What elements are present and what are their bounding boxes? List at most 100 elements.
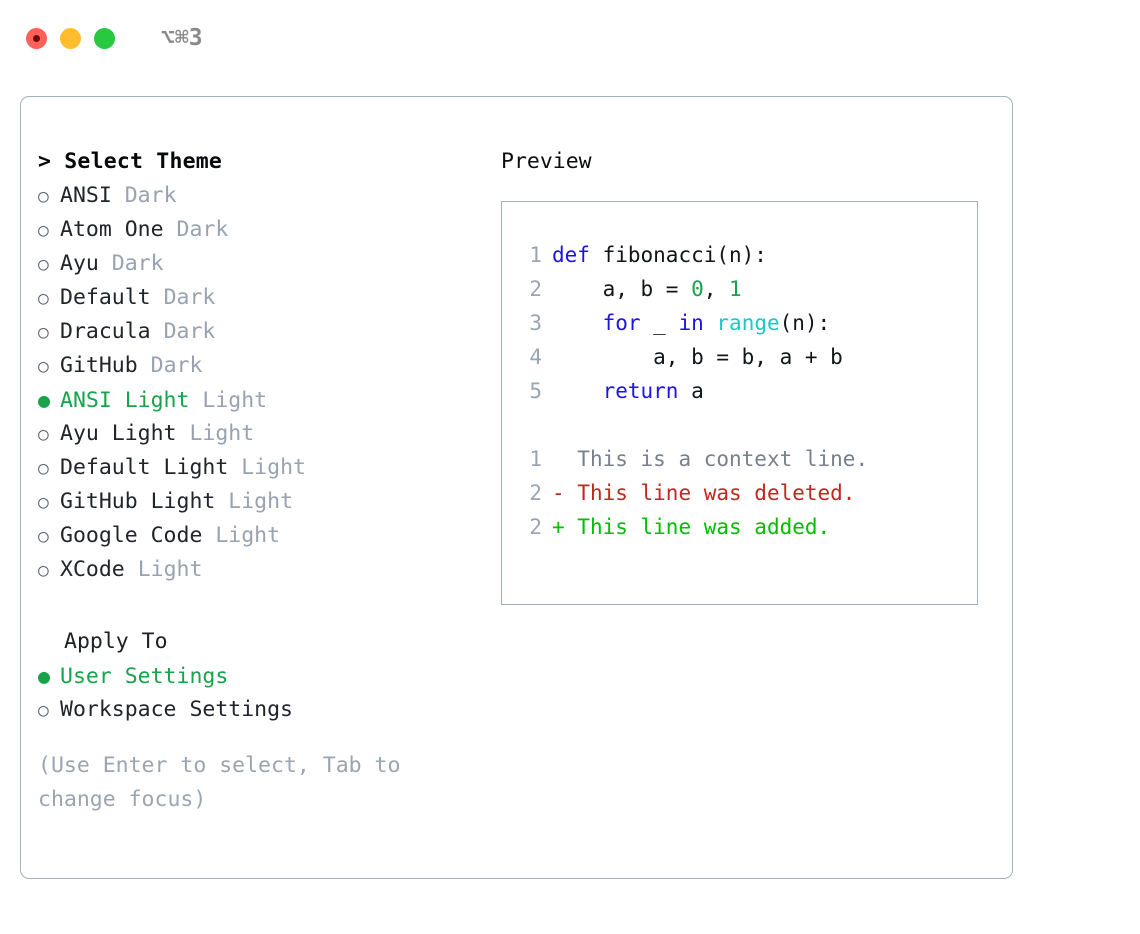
line-number: 1: [529, 447, 542, 471]
radio-unselected-icon: ○: [38, 560, 49, 581]
theme-list-item[interactable]: ○ Ayu Dark: [38, 247, 498, 281]
theme-variant-badge: Dark: [163, 285, 216, 310]
code-token: [552, 379, 603, 403]
apply-to-list: ●User Settings ○ Workspace Settings: [38, 659, 498, 727]
line-number: 2: [529, 277, 542, 301]
radio-unselected-icon: ○: [38, 322, 49, 343]
code-line: 3 for _ in range(n):: [510, 306, 977, 340]
radio-unselected-icon: ○: [38, 288, 49, 309]
titlebar: ⌥⌘3: [0, 0, 1140, 76]
radio-unselected-icon: ○: [38, 356, 49, 377]
apply-to-option[interactable]: ○ Workspace Settings: [38, 693, 498, 727]
apply-to-label: Apply To: [64, 629, 168, 654]
code-token: [704, 311, 717, 335]
code-token: a: [678, 379, 704, 403]
spacer: [510, 408, 977, 442]
theme-name-label: Google Code: [60, 523, 203, 548]
theme-list-item[interactable]: ○ GitHub Dark: [38, 349, 498, 383]
theme-list-item[interactable]: ○Google Code Light: [38, 519, 498, 553]
theme-list-item[interactable]: ○GitHub Light Light: [38, 485, 498, 519]
code-token: _: [640, 311, 679, 335]
diff-line: 2 + This line was added.: [510, 510, 977, 544]
theme-list-item[interactable]: ○ANSI Dark: [38, 179, 498, 213]
code-token: 1: [729, 277, 742, 301]
theme-variant-badge: Dark: [176, 217, 229, 242]
line-number: 3: [529, 311, 542, 335]
theme-name-label: GitHub: [60, 353, 138, 378]
preview-title: Preview: [501, 149, 592, 174]
theme-variant-badge: Dark: [124, 183, 177, 208]
theme-list-item[interactable]: ○ XCode Light: [38, 553, 498, 587]
line-number: 2: [529, 515, 542, 539]
diff-line: 2- This line was deleted.: [510, 476, 977, 510]
radio-unselected-icon: ○: [38, 254, 49, 275]
line-number: 4: [529, 345, 542, 369]
theme-name-label: ANSI: [60, 183, 112, 208]
maximize-button-icon[interactable]: [94, 27, 115, 49]
window-controls: [26, 27, 115, 49]
theme-name-label: XCode: [60, 557, 125, 582]
theme-list-item[interactable]: ● ANSI Light Light: [38, 383, 498, 417]
apply-to-option[interactable]: ●User Settings: [38, 659, 498, 693]
theme-name-label: Dracula: [60, 319, 151, 344]
code-token: for: [602, 311, 641, 335]
keyboard-hint-text: (Use Enter to select, Tab to change focu…: [38, 753, 414, 812]
spacer: [38, 727, 498, 749]
theme-name-label: ANSI Light: [60, 388, 190, 413]
theme-name-label: Ayu: [60, 251, 99, 276]
theme-list: ○ANSI Dark○Atom One Dark○Ayu Dark○Defaul…: [38, 179, 498, 587]
diff-marker: -: [552, 481, 565, 505]
radio-unselected-icon: ○: [38, 700, 49, 721]
theme-list-item[interactable]: ○ Atom One Dark: [38, 213, 498, 247]
theme-variant-badge: Light: [137, 557, 203, 582]
theme-name-label: GitHub Light: [60, 489, 216, 514]
apply-to-option-label: User Settings: [60, 664, 229, 689]
radio-unselected-icon: ○: [38, 492, 49, 513]
code-token: def: [552, 243, 590, 267]
radio-unselected-icon: ○: [38, 458, 49, 479]
radio-unselected-icon: ○: [38, 424, 49, 445]
code-token: a, b =: [552, 277, 692, 301]
diff-text: This is a context line.: [564, 447, 869, 471]
theme-name-label: Ayu Light: [60, 421, 177, 446]
diff-marker: [552, 447, 565, 471]
code-token: (n):: [779, 311, 831, 335]
code-token: return: [602, 379, 679, 403]
theme-name-label: Atom One: [60, 217, 164, 242]
theme-picker-header: > Select Theme: [38, 149, 223, 174]
apply-to-option-label: Workspace Settings: [60, 697, 293, 722]
theme-variant-badge: Dark: [163, 319, 216, 344]
recording-dot-icon: [33, 34, 40, 42]
theme-picker: > Select Theme ○ANSI Dark○Atom One Dark○…: [38, 145, 498, 817]
diff-marker: +: [552, 515, 565, 539]
theme-list-item[interactable]: ○ Ayu Light Light: [38, 417, 498, 451]
theme-variant-badge: Light: [202, 388, 268, 413]
diff-sample: 1 This is a context line. 2- This line wa…: [510, 442, 977, 544]
theme-variant-badge: Dark: [111, 251, 164, 276]
code-token: 0: [691, 277, 704, 301]
minimize-button-icon[interactable]: [60, 27, 81, 49]
radio-selected-icon: ●: [38, 388, 51, 412]
diff-text: This line was added.: [564, 515, 831, 539]
code-token: [552, 311, 603, 335]
diff-text: This line was deleted.: [564, 481, 856, 505]
code-token: ,: [703, 277, 730, 301]
theme-list-item[interactable]: ○ Dracula Dark: [38, 315, 498, 349]
theme-variant-badge: Light: [189, 421, 255, 446]
theme-list-item[interactable]: ○ Default Dark: [38, 281, 498, 315]
main-panel: > Select Theme ○ANSI Dark○Atom One Dark○…: [20, 96, 1013, 879]
line-number: 1: [529, 243, 542, 267]
theme-list-item[interactable]: ○Default Light Light: [38, 451, 498, 485]
theme-name-label: Default: [60, 285, 151, 310]
radio-unselected-icon: ○: [38, 220, 49, 241]
theme-variant-badge: Dark: [150, 353, 203, 378]
line-number: 5: [529, 379, 542, 403]
code-line: 2 a, b = 0, 1: [510, 272, 977, 306]
theme-variant-badge: Light: [215, 523, 281, 548]
close-button-icon[interactable]: [26, 27, 47, 49]
line-number: 2: [529, 481, 542, 505]
code-token: fibonacci(n):: [589, 243, 767, 267]
